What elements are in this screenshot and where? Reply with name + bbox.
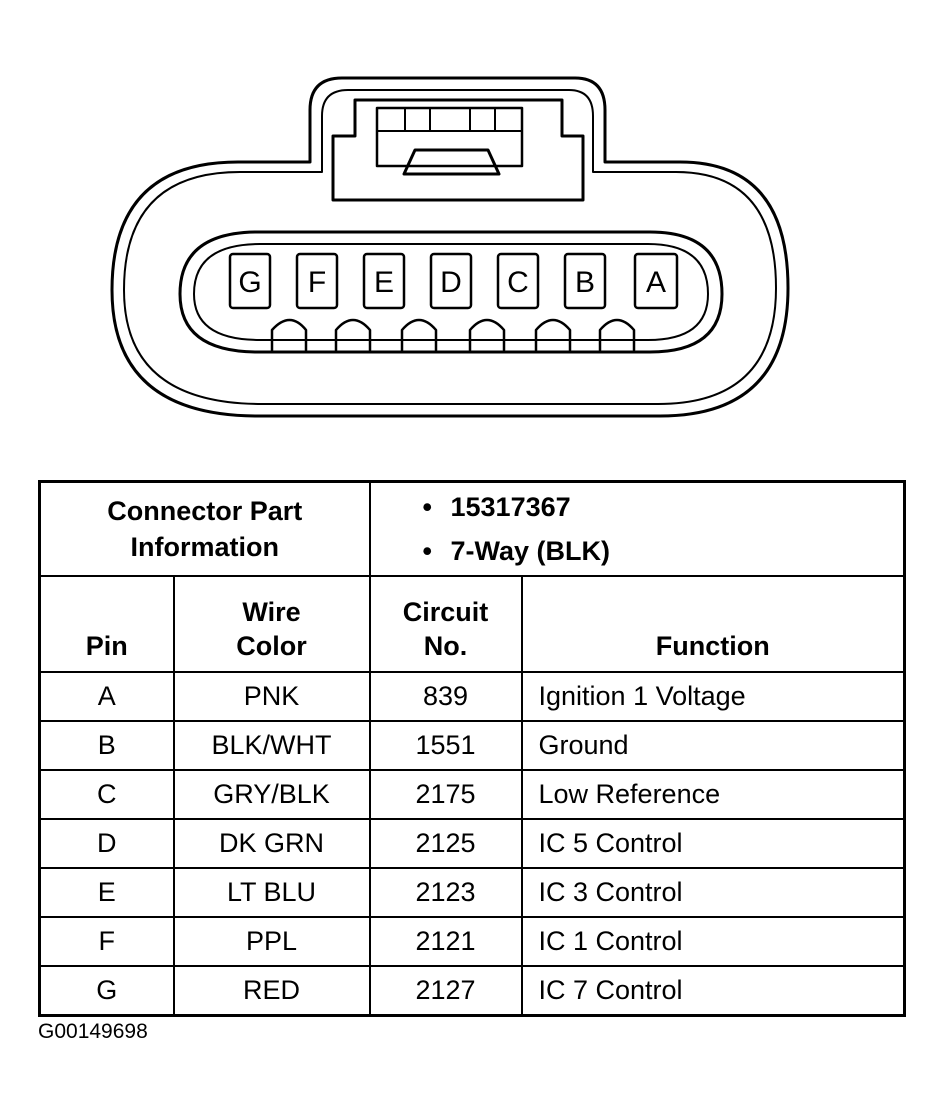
cell-function: IC 7 Control [520,965,906,1017]
locking-tab [331,98,585,202]
table-row: A PNK 839 Ignition 1 Voltage [38,671,906,722]
cell-pin: D [38,818,175,869]
pin-label-a: A [646,266,666,299]
cell-function: IC 3 Control [520,867,906,918]
connector-shell-inner [123,89,777,405]
pin-label-c: C [507,266,529,299]
connector-type: 7-Way (BLK) [423,529,904,573]
figure-id: G00149698 [38,1020,148,1043]
cell-pin: B [38,720,175,771]
cell-pin: F [38,916,175,967]
table-row: C GRY/BLK 2175 Low Reference [38,769,906,820]
key-bump [468,318,506,352]
terminal-a [633,252,679,310]
pin-label-f: F [308,266,326,299]
connector-pinout-table: Connector Part Information 15317367 7-Wa… [38,480,906,1017]
terminal-d [429,252,473,310]
cell-wire-color: BLK/WHT [172,720,371,771]
header-wire-color-line1: Wire [242,597,301,627]
header-wire-color: Wire Color [172,575,371,673]
terminal-e [362,252,406,310]
cell-circuit: 839 [368,671,523,722]
cell-pin: G [38,965,175,1017]
key-bump [334,318,372,352]
cell-function: IC 1 Control [520,916,906,967]
cell-pin: C [38,769,175,820]
table-row: E LT BLU 2123 IC 3 Control [38,867,906,918]
header-function: Function [520,575,906,673]
cell-circuit: 2123 [368,867,523,918]
key-bump [270,318,308,352]
cell-circuit: 2125 [368,818,523,869]
key-bump [400,318,438,352]
cell-wire-color: PPL [172,916,371,967]
cell-wire-color: DK GRN [172,818,371,869]
cell-circuit: 2127 [368,965,523,1017]
header-pin-text: Pin [85,631,128,661]
connector-part-number: 15317367 [423,485,904,529]
connector-info-label: Connector Part Information [38,480,371,577]
terminal-c [496,252,540,310]
cell-pin: A [38,671,175,722]
cell-wire-color: RED [172,965,371,1017]
header-circuit: Circuit No. [368,575,523,673]
connector-info-row: Connector Part Information 15317367 7-Wa… [38,480,906,577]
header-circuit-line2: No. [423,631,468,661]
pin-label-d: D [440,266,462,299]
cell-function: Ignition 1 Voltage [520,671,906,722]
connector-info-label-line1: Connector Part [107,496,303,526]
table-row: D DK GRN 2125 IC 5 Control [38,818,906,869]
connector-info-values: 15317367 7-Way (BLK) [368,480,906,577]
cell-circuit: 2175 [368,769,523,820]
table-row: B BLK/WHT 1551 Ground [38,720,906,771]
cell-circuit: 1551 [368,720,523,771]
cell-circuit: 2121 [368,916,523,967]
table-row: G RED 2127 IC 7 Control [38,965,906,1017]
pin-cavity-inner [193,243,709,341]
cell-pin: E [38,867,175,918]
connector-face-diagram: G F E D C B A [110,76,790,418]
terminal-b [563,252,607,310]
pin-label-b: B [575,266,595,299]
pin-label-e: E [374,266,394,299]
key-bump [534,318,572,352]
pin-cavity-outer [178,230,724,354]
cell-wire-color: PNK [172,671,371,722]
connector-info-label-line2: Information [130,532,280,562]
column-header-row: Pin Wire Color Circuit No. Function [38,575,906,673]
pin-label-g: G [238,266,261,299]
connector-shell-outer [110,76,790,418]
terminal-g [228,252,272,310]
key-bump [598,318,636,352]
cell-wire-color: LT BLU [172,867,371,918]
cell-wire-color: GRY/BLK [172,769,371,820]
header-pin: Pin [38,575,175,673]
cell-function: Low Reference [520,769,906,820]
header-wire-color-line2: Color [236,631,307,661]
cell-function: IC 5 Control [520,818,906,869]
table-row: F PPL 2121 IC 1 Control [38,916,906,967]
cell-function: Ground [520,720,906,771]
header-circuit-line1: Circuit [402,597,489,627]
terminal-f [295,252,339,310]
header-function-text: Function [655,631,770,661]
